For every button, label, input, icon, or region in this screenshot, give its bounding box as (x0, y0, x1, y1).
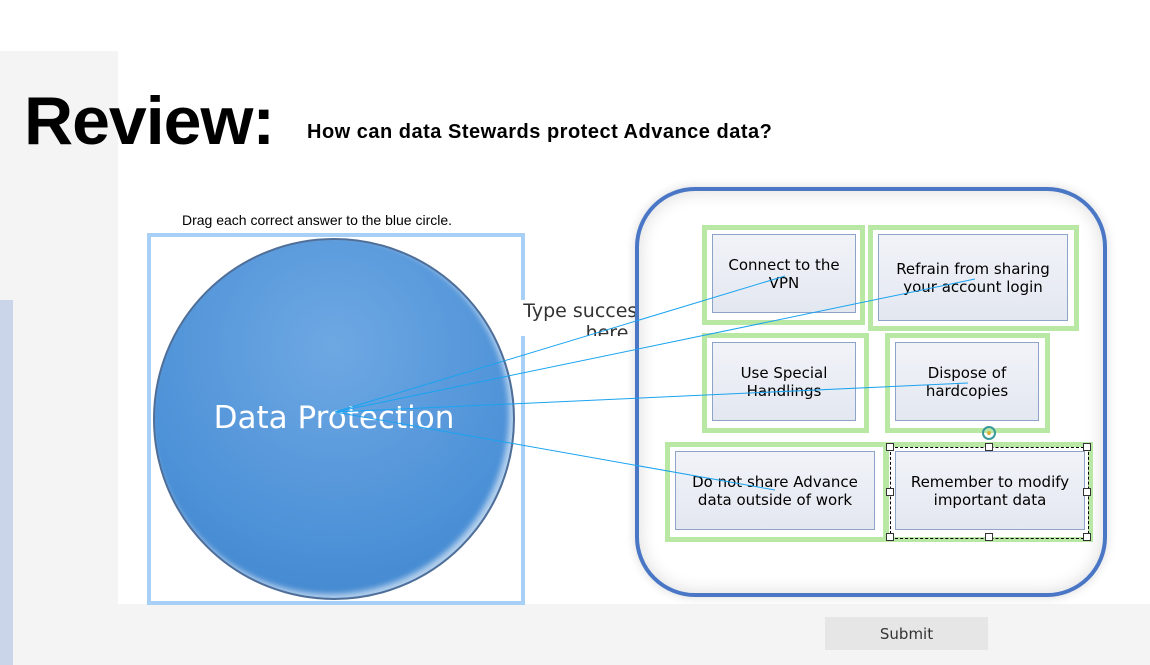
drop-target-label: Data Protection (213, 400, 455, 436)
resize-handle[interactable] (1083, 488, 1091, 496)
drag-item-remember-modify[interactable]: Remember to modify important data (895, 451, 1085, 530)
drag-item-special-handlings[interactable]: Use Special Handlings (712, 342, 856, 421)
drag-item-dispose-hardcopies[interactable]: Dispose of hardcopies (895, 342, 1039, 421)
resize-handle[interactable] (1083, 443, 1091, 451)
drag-item-do-not-share[interactable]: Do not share Advance data outside of wor… (675, 451, 875, 530)
rotate-handle-icon[interactable] (982, 426, 996, 440)
question-text: How can data Stewards protect Advance da… (307, 121, 773, 143)
drop-target-circle[interactable]: Data Protection (153, 238, 515, 600)
instruction-text: Drag each correct answer to the blue cir… (182, 212, 453, 228)
drag-item-vpn[interactable]: Connect to the VPN (712, 234, 856, 313)
resize-handle[interactable] (886, 443, 894, 451)
resize-handle[interactable] (886, 533, 894, 541)
resize-handle[interactable] (985, 533, 993, 541)
resize-handle[interactable] (886, 488, 894, 496)
submit-button[interactable]: Submit (825, 617, 988, 650)
page-title: Review: (24, 83, 275, 159)
resize-handle[interactable] (985, 443, 993, 451)
left-stripe (0, 300, 13, 665)
drag-item-refrain-sharing[interactable]: Refrain from sharing your account login (878, 234, 1068, 321)
resize-handle[interactable] (1083, 533, 1091, 541)
drop-target-frame (147, 233, 525, 605)
left-panel (0, 51, 118, 665)
